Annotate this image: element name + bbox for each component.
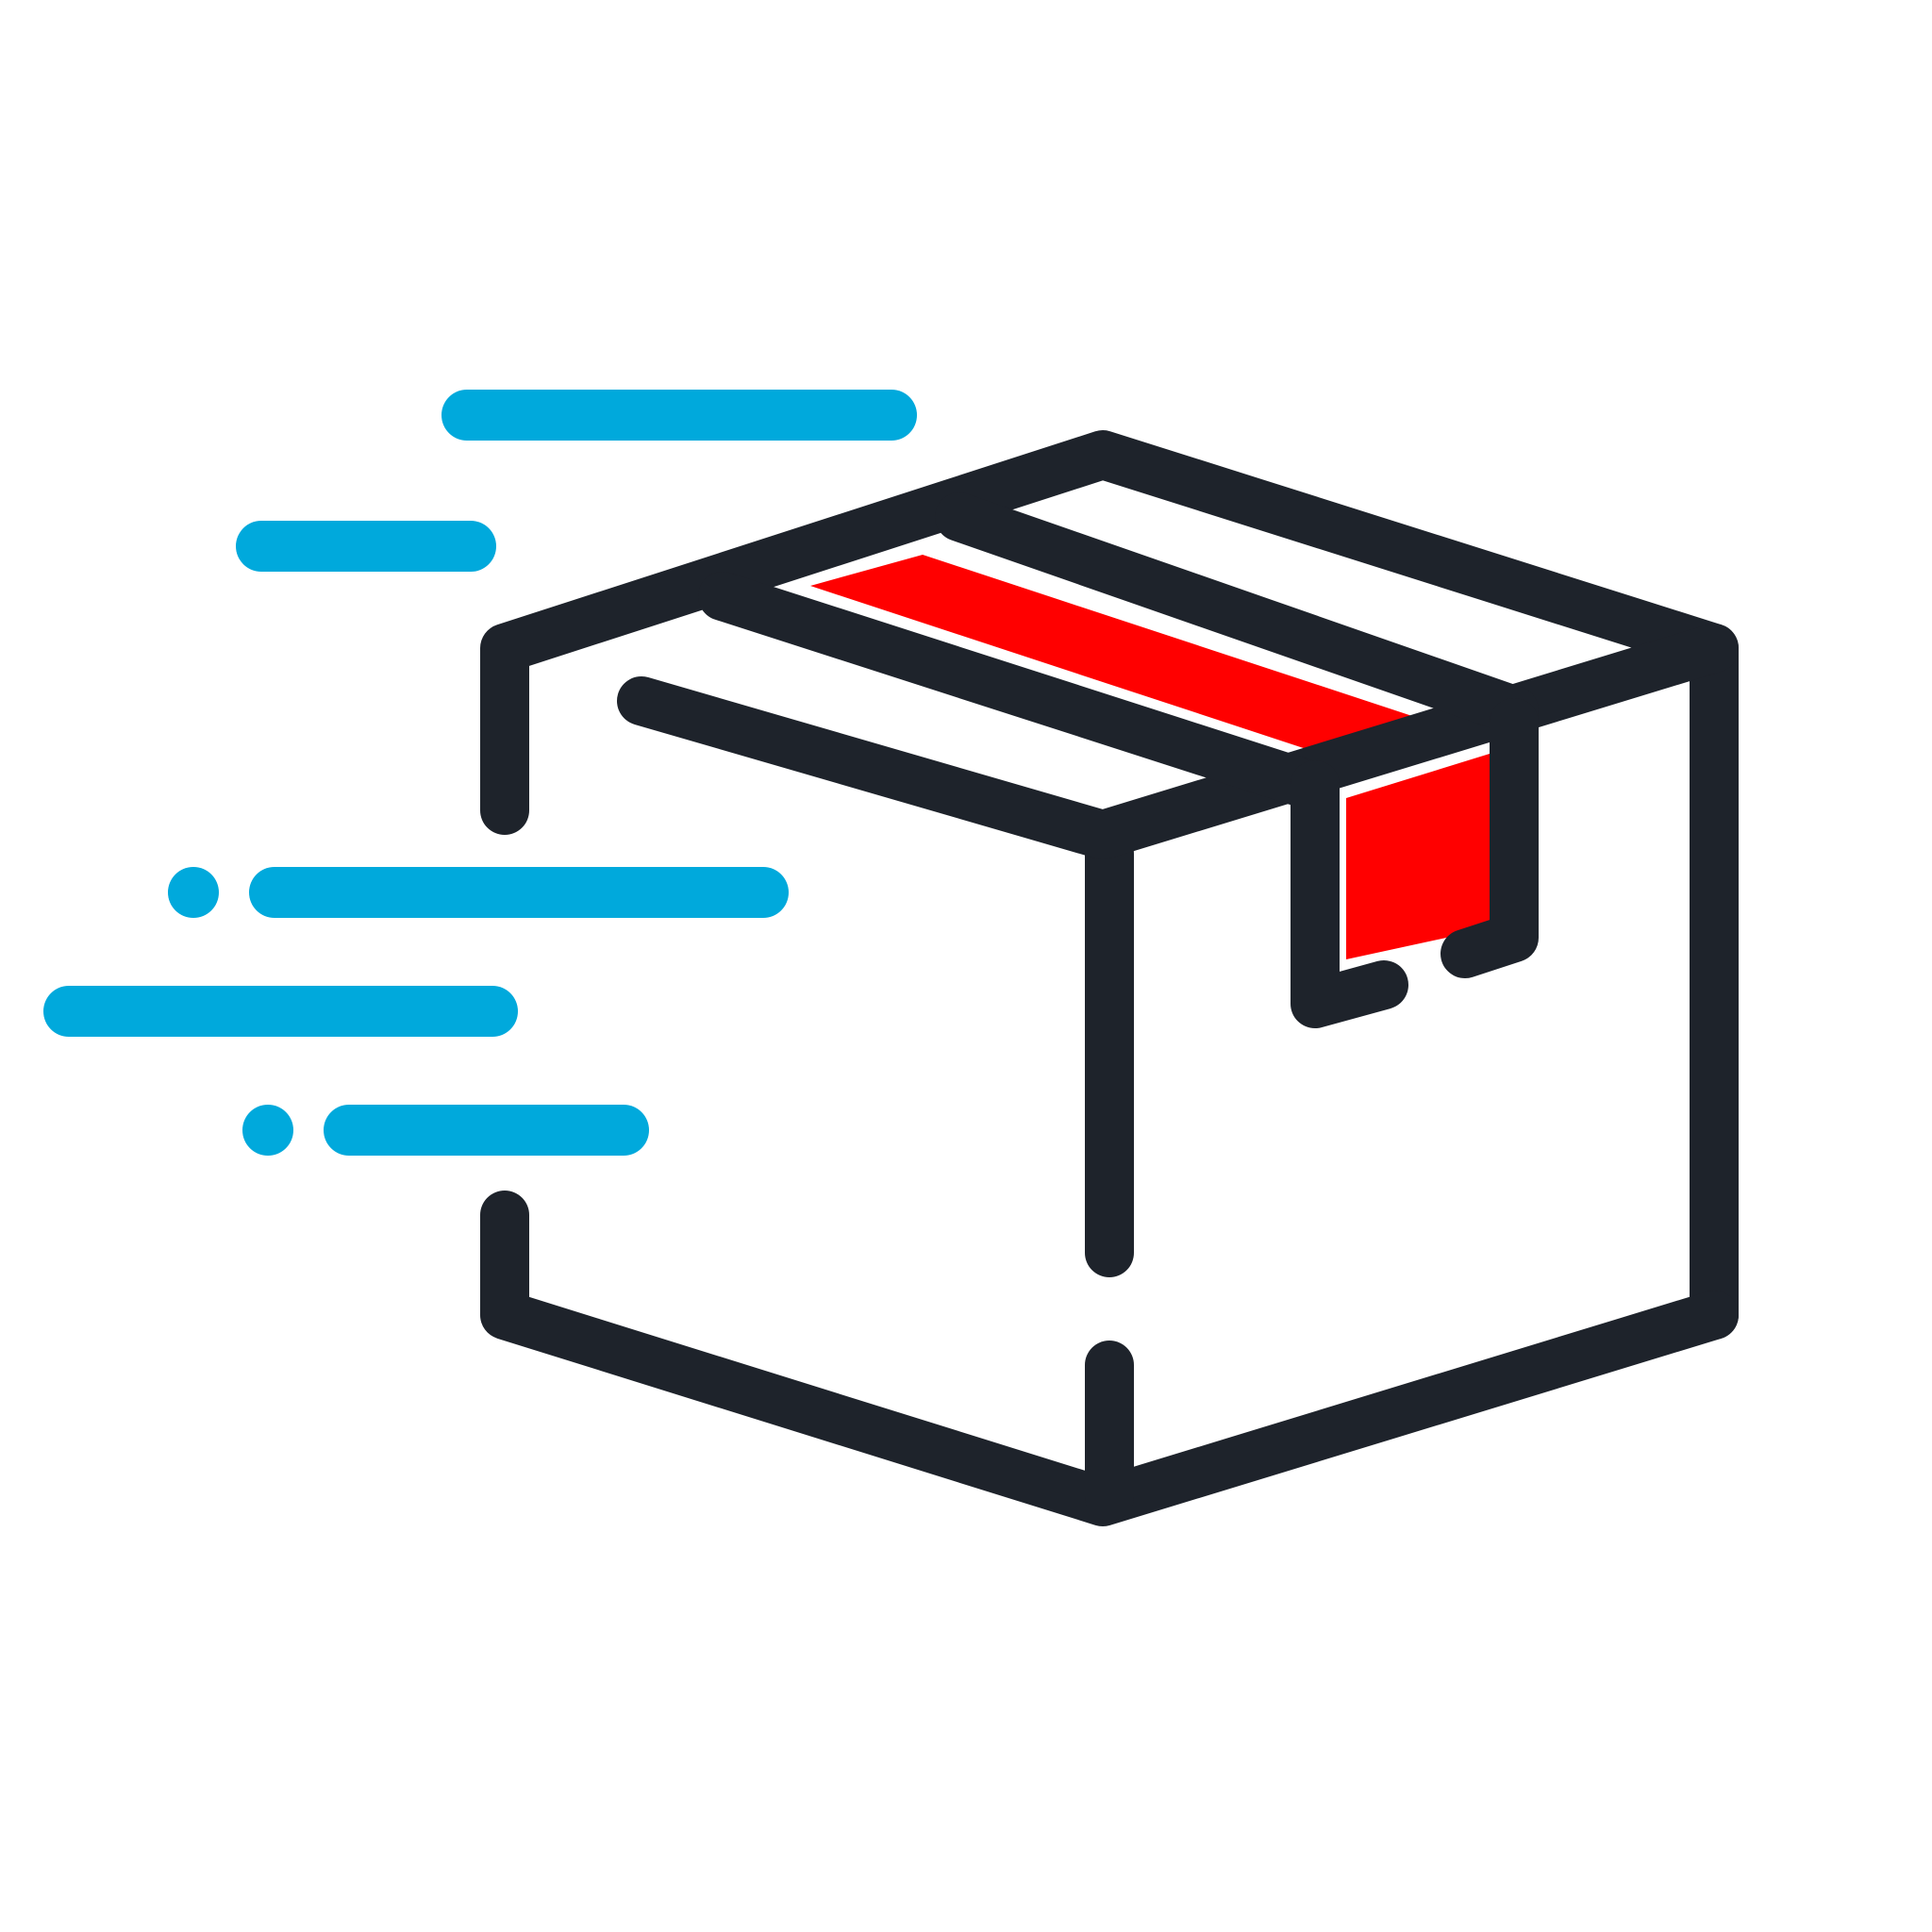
tape-edge bbox=[1291, 760, 1408, 1028]
tape-side bbox=[1346, 754, 1490, 959]
tape-edge bbox=[1441, 698, 1539, 978]
box-edge bbox=[480, 1191, 1739, 1526]
speed-dot bbox=[242, 1105, 293, 1156]
box-edge bbox=[480, 430, 1739, 1340]
speed-lines bbox=[43, 390, 917, 1156]
tape-edge bbox=[698, 572, 1333, 809]
tape-edge bbox=[935, 492, 1539, 735]
box-icon bbox=[480, 430, 1739, 1526]
speed-dot bbox=[168, 867, 219, 918]
tape-top bbox=[810, 555, 1415, 754]
